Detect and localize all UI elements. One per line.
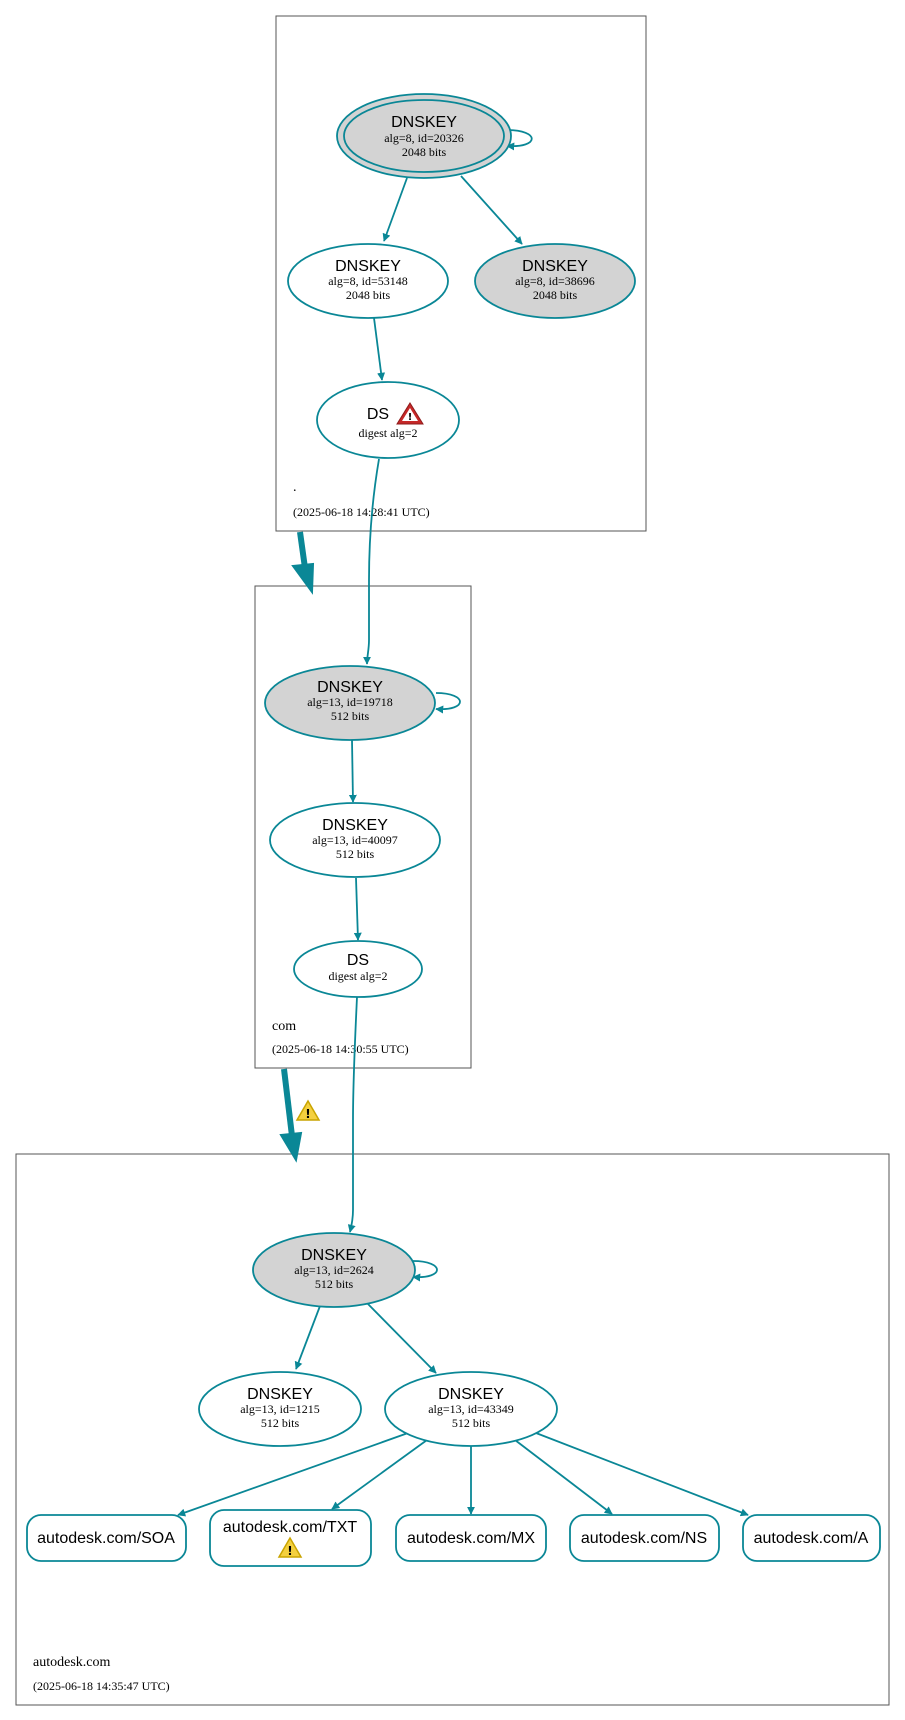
node-ad-key-1215-bits: 512 bits (261, 1416, 300, 1430)
edge-ad-zsk-to-a (535, 1432, 749, 1517)
svg-text:!: ! (287, 1544, 292, 1558)
edge-ad-ksk-to-1215 (294, 1305, 321, 1370)
node-root-key2-alg: alg=8, id=38696 (515, 274, 595, 288)
node-ad-key-1215: DNSKEY alg=13, id=1215 512 bits (198, 1371, 362, 1447)
zone-root-name: . (293, 480, 297, 495)
rrset-soa[interactable]: autodesk.com/SOA (26, 1514, 187, 1562)
edge-ad-ksk-self (412, 1260, 438, 1282)
node-root-ksk-alg: alg=8, id=20326 (384, 131, 464, 145)
edge-root-ksk-to-key2 (460, 175, 523, 245)
edge-ad-zsk-to-ns (514, 1439, 613, 1515)
rrset-a-label: autodesk.com/A (754, 1530, 869, 1547)
zone-autodesk: autodesk.com (2025-06-18 14:35:47 UTC) (15, 1153, 890, 1706)
edge-ad-ksk-to-zsk (367, 1303, 437, 1374)
node-com-ksk-alg: alg=13, id=19718 (307, 695, 393, 709)
node-ad-zsk-alg: alg=13, id=43349 (428, 1402, 514, 1416)
edge-ad-zsk-to-soa (177, 1432, 409, 1517)
node-com-zsk: DNSKEY alg=13, id=40097 512 bits (269, 802, 441, 878)
node-ad-ksk: DNSKEY alg=13, id=2624 512 bits (252, 1232, 416, 1308)
edge-root-ksk-to-zsk (382, 177, 408, 242)
node-com-zsk-title: DNSKEY (322, 817, 388, 834)
delegation-warning-icon: ! (295, 1099, 321, 1121)
zone-autodesk-box (15, 1153, 890, 1706)
node-root-ksk: DNSKEY alg=8, id=20326 2048 bits (336, 93, 512, 179)
node-com-ds-title: DS (347, 952, 369, 969)
node-com-ksk-title: DNSKEY (317, 679, 383, 696)
rrset-a[interactable]: autodesk.com/A (742, 1514, 881, 1562)
node-ad-zsk: DNSKEY alg=13, id=43349 512 bits (384, 1371, 558, 1447)
zone-com-timestamp: (2025-06-18 14:30:55 UTC) (272, 1042, 409, 1056)
node-root-ksk-bits: 2048 bits (402, 145, 447, 159)
zone-root-box (275, 15, 647, 532)
node-ad-ksk-alg: alg=13, id=2624 (294, 1263, 374, 1277)
edge-root-ksk-self (506, 129, 533, 151)
node-ad-ksk-title: DNSKEY (301, 1247, 367, 1264)
node-ad-key-1215-alg: alg=13, id=1215 (240, 1402, 320, 1416)
node-com-zsk-alg: alg=13, id=40097 (312, 833, 398, 847)
node-com-ksk: DNSKEY alg=13, id=19718 512 bits (264, 665, 436, 741)
edge-ad-zsk-to-txt (331, 1439, 428, 1510)
rrset-ns-label: autodesk.com/NS (581, 1530, 707, 1547)
node-root-key2-title: DNSKEY (522, 258, 588, 275)
node-ad-zsk-bits: 512 bits (452, 1416, 491, 1430)
zone-autodesk-timestamp: (2025-06-18 14:35:47 UTC) (33, 1679, 170, 1693)
node-root-ds-digest: digest alg=2 (358, 426, 417, 440)
node-ad-ksk-bits: 512 bits (315, 1277, 354, 1291)
zone-com-name: com (272, 1019, 296, 1034)
edge-root-ds-to-com-ksk (363, 458, 380, 665)
svg-text:!: ! (305, 1107, 310, 1121)
rrset-mx-label: autodesk.com/MX (407, 1530, 535, 1547)
svg-text:!: ! (408, 412, 413, 423)
rrset-txt-label: autodesk.com/TXT (223, 1519, 358, 1536)
zone-autodesk-name: autodesk.com (33, 1655, 110, 1670)
edge-com-ksk-self (435, 692, 461, 714)
zone-com: com (2025-06-18 14:30:55 UTC) (254, 585, 472, 1069)
edge-com-ksk-to-zsk (348, 739, 357, 803)
node-root-ds-title: DS (367, 406, 389, 423)
edge-com-ds-to-ad-ksk (347, 996, 358, 1233)
edge-root-zsk-to-ds (373, 317, 386, 381)
node-root-zsk: DNSKEY alg=8, id=53148 2048 bits (287, 243, 449, 319)
node-com-ksk-bits: 512 bits (331, 709, 370, 723)
delegation-root-to-com (291, 531, 315, 595)
rrset-soa-label: autodesk.com/SOA (37, 1530, 175, 1547)
warning-icon: ! (277, 1536, 303, 1558)
node-root-key2-bits: 2048 bits (533, 288, 578, 302)
node-root-ds: DS ! digest alg=2 (316, 381, 460, 459)
error-icon: ! (396, 402, 424, 425)
node-ad-key-1215-title: DNSKEY (247, 1386, 313, 1403)
node-root-zsk-alg: alg=8, id=53148 (328, 274, 408, 288)
node-com-zsk-bits: 512 bits (336, 847, 375, 861)
node-root-zsk-bits: 2048 bits (346, 288, 391, 302)
node-com-ds: DS digest alg=2 (293, 940, 423, 998)
zone-root: . (2025-06-18 14:28:41 UTC) (275, 15, 647, 532)
node-ad-zsk-title: DNSKEY (438, 1386, 504, 1403)
rrset-txt[interactable]: autodesk.com/TXT ! (209, 1509, 372, 1567)
rrset-ns[interactable]: autodesk.com/NS (569, 1514, 720, 1562)
rrset-mx[interactable]: autodesk.com/MX (395, 1514, 547, 1562)
zone-com-box (254, 585, 472, 1069)
node-root-zsk-title: DNSKEY (335, 258, 401, 275)
edge-com-zsk-to-ds (353, 877, 362, 941)
node-root-ksk-title: DNSKEY (391, 114, 457, 131)
zone-root-timestamp: (2025-06-18 14:28:41 UTC) (293, 505, 430, 519)
node-root-key2: DNSKEY alg=8, id=38696 2048 bits (474, 243, 636, 319)
node-com-ds-digest: digest alg=2 (328, 969, 387, 983)
delegation-com-to-autodesk (279, 1068, 303, 1163)
